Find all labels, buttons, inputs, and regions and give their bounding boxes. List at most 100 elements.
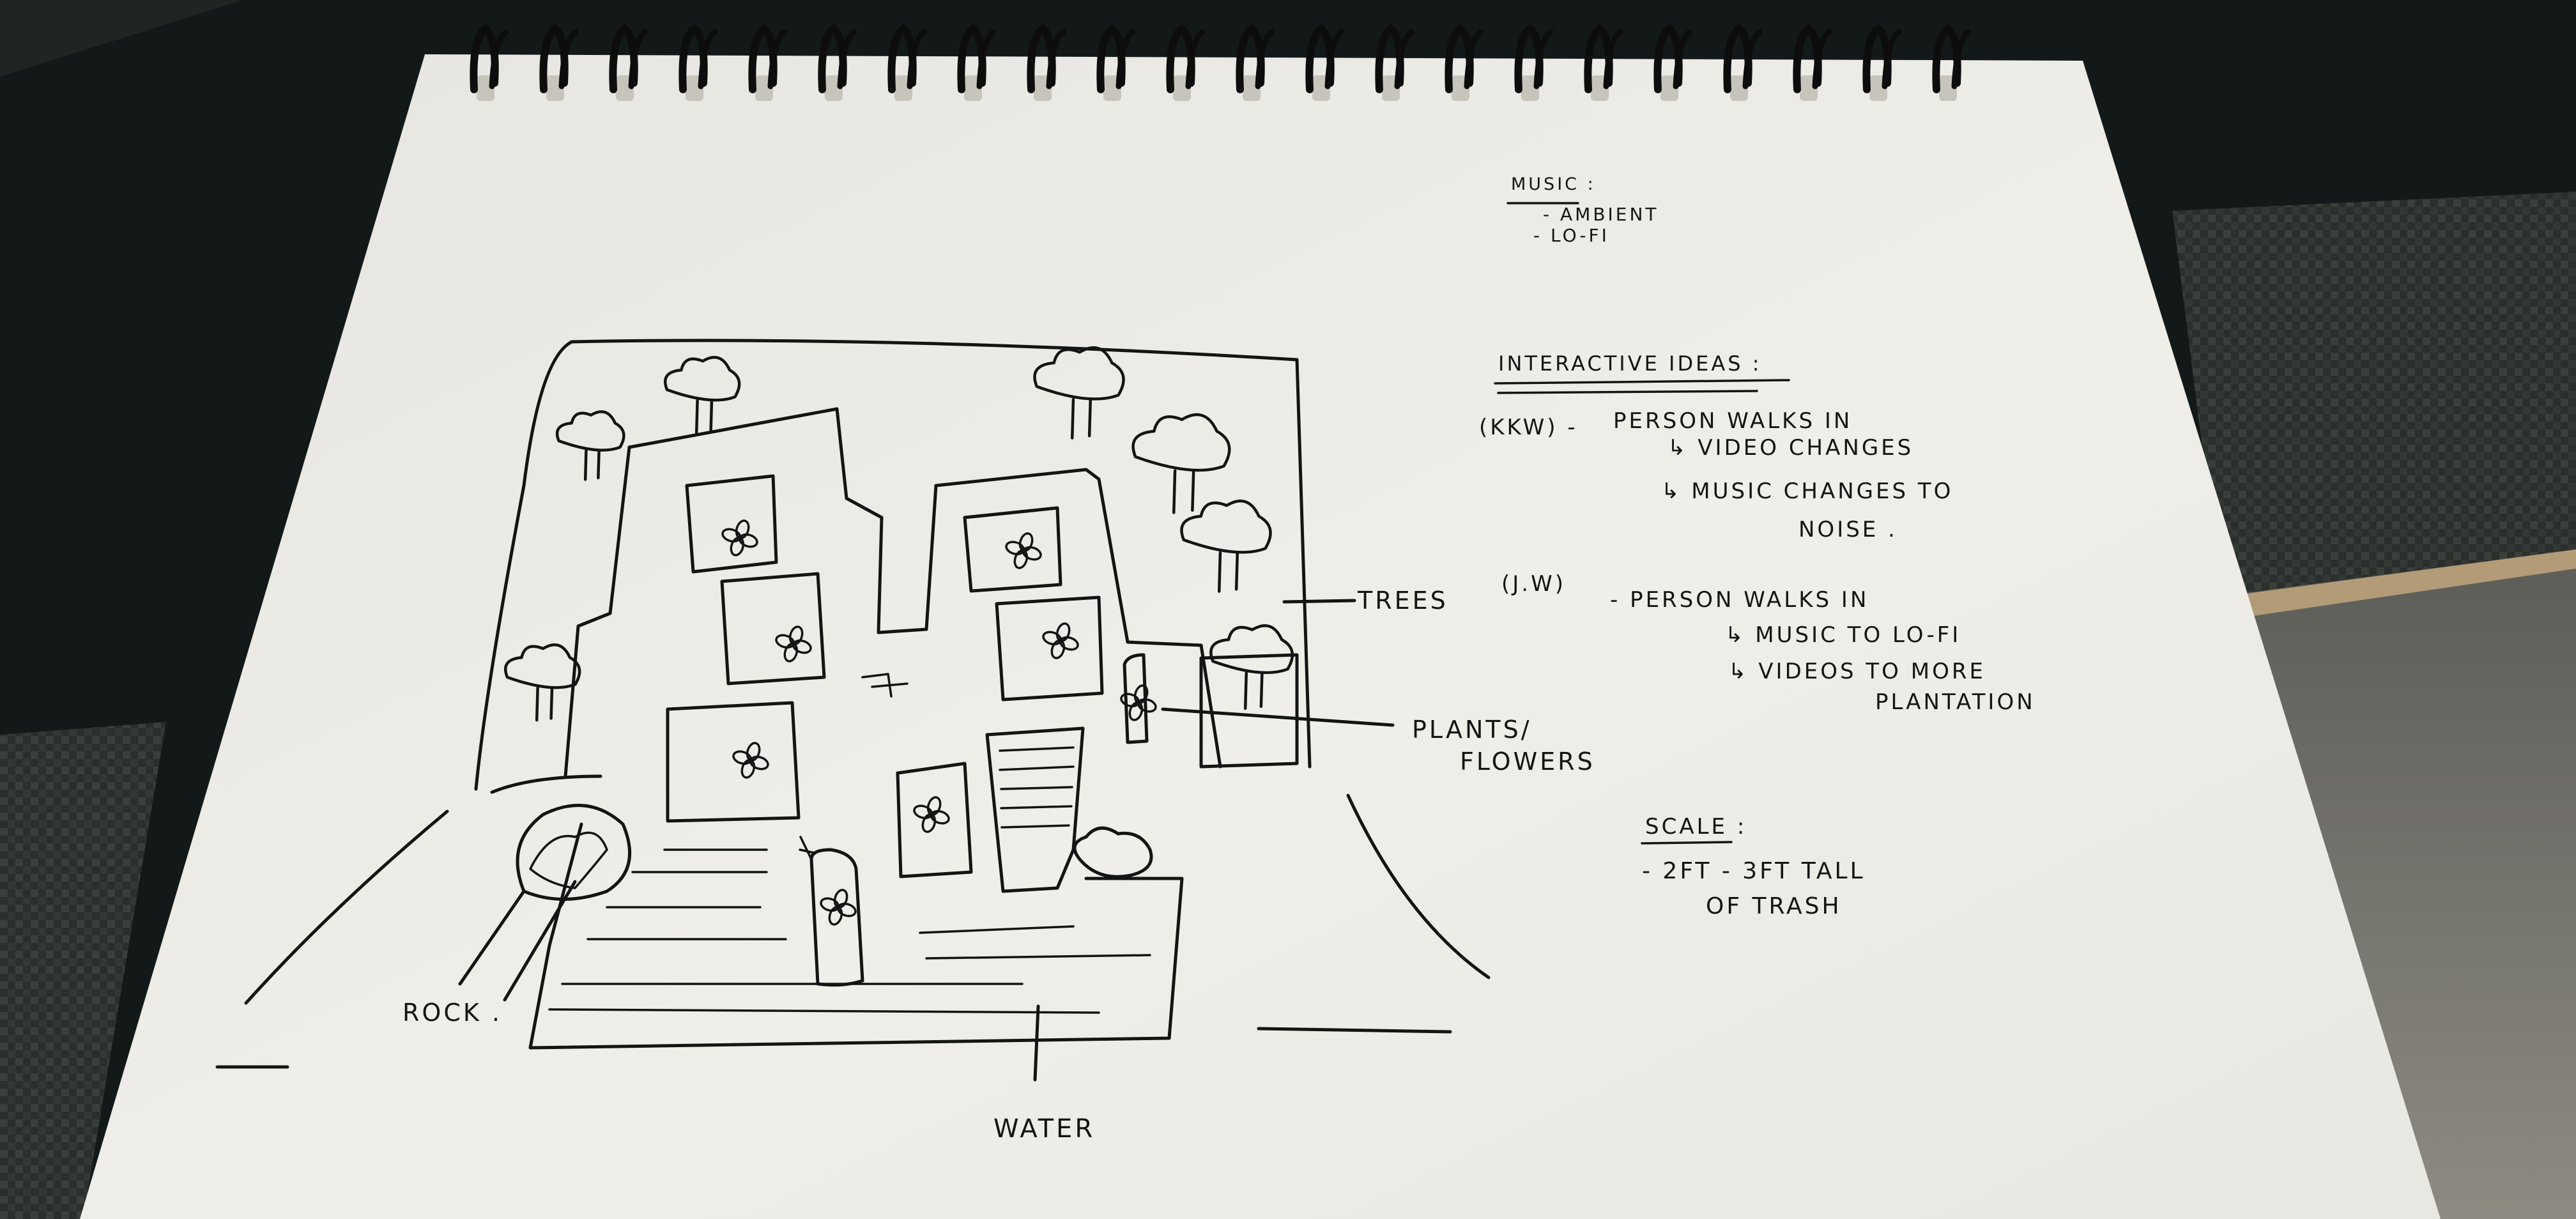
spiral-ring bbox=[1793, 24, 1832, 101]
tree-doodle bbox=[1131, 413, 1231, 514]
small-arrow-mark bbox=[861, 673, 908, 698]
idea1-result-video: ↳ VIDEO CHANGES bbox=[1667, 435, 1913, 461]
spiral-ring bbox=[1653, 24, 1693, 101]
flower-doodle bbox=[820, 889, 857, 926]
label-flowers: FLOWERS bbox=[1460, 747, 1595, 776]
spiral-ring bbox=[1445, 24, 1484, 101]
sketch-drawing bbox=[215, 339, 1491, 1082]
tower-stripes bbox=[999, 746, 1075, 829]
bottle-right bbox=[1123, 653, 1149, 744]
spiral-ring bbox=[887, 24, 927, 101]
plant-box-3 bbox=[963, 506, 1062, 593]
cushion-piping bbox=[2242, 549, 2576, 617]
spiral-ring bbox=[1375, 24, 1414, 101]
idea1-result-noise: NOISE . bbox=[1798, 517, 1897, 542]
spiral-ring bbox=[1236, 24, 1275, 101]
perspective-line-right bbox=[1346, 793, 1491, 979]
scale-heading: SCALE : bbox=[1645, 814, 1747, 839]
idea2-result-music: ↳ MUSIC TO LO-FI bbox=[1725, 622, 1961, 648]
idea1-text: PERSON WALKS IN bbox=[1613, 408, 1852, 434]
shelf-outline bbox=[627, 407, 1222, 769]
scale-line2: OF TRASH bbox=[1706, 893, 1842, 919]
music-item-lofi: - LO-FI bbox=[1533, 225, 1609, 246]
spiral-ring bbox=[957, 24, 997, 101]
dark-background-corner bbox=[0, 0, 243, 77]
rock-texture bbox=[529, 831, 608, 889]
frame-bottom-left bbox=[490, 774, 602, 794]
idea2-result-videos: ↳ VIDEOS TO MORE bbox=[1728, 659, 1986, 684]
shelf-outline-left bbox=[564, 445, 631, 778]
spiral-ring bbox=[1862, 24, 1902, 101]
interactive-heading: INTERACTIVE IDEAS : bbox=[1498, 351, 1761, 376]
label-water: WATER bbox=[993, 1114, 1095, 1144]
flower-doodle bbox=[913, 796, 950, 833]
bottle-cap-mark bbox=[799, 836, 816, 861]
base-right bbox=[1084, 877, 1184, 1040]
center-tower bbox=[985, 726, 1085, 893]
label-plants: PLANTS/ bbox=[1412, 716, 1532, 744]
water-lines bbox=[919, 925, 1151, 960]
notes-section: MUSIC : - AMBIENT - LO-FI INTERACTIVE ID… bbox=[1479, 174, 2035, 919]
tree-doodle bbox=[555, 410, 625, 481]
spiral-ring bbox=[1932, 24, 1972, 101]
idea2-result-plantation: PLANTATION bbox=[1875, 689, 2035, 715]
flower-doodle bbox=[721, 519, 758, 556]
cloud-bush bbox=[1073, 826, 1153, 878]
dash-right bbox=[1257, 1027, 1452, 1034]
plant-box-7 bbox=[1199, 653, 1299, 769]
spiral-ring bbox=[1027, 24, 1066, 101]
spiral-ring bbox=[748, 24, 788, 101]
tree-doodle bbox=[663, 356, 741, 434]
spiral-ring bbox=[470, 24, 509, 101]
water-stairs bbox=[548, 848, 1100, 1014]
idea1-tag: (KKW) - bbox=[1479, 415, 1578, 440]
interactive-underline bbox=[1494, 379, 1790, 394]
label-rock: ROCK . bbox=[402, 999, 502, 1027]
plant-box-6 bbox=[896, 762, 973, 878]
spiral-ring bbox=[1166, 24, 1206, 101]
tree-doodle bbox=[1033, 346, 1125, 440]
fabric-cushion bbox=[2236, 549, 2576, 1219]
plant-box-4 bbox=[995, 595, 1104, 702]
spiral-binding bbox=[470, 24, 1972, 101]
music-heading: MUSIC : bbox=[1511, 174, 1596, 194]
spiral-ring bbox=[1514, 24, 1554, 101]
rock-pointer bbox=[458, 880, 577, 1002]
music-item-ambient: - AMBIENT bbox=[1543, 204, 1659, 225]
spiral-ring bbox=[539, 24, 579, 101]
perspective-line-left bbox=[244, 809, 449, 1005]
sketchbook-page bbox=[80, 54, 2441, 1219]
spiral-ring bbox=[1723, 24, 1763, 101]
base-outline bbox=[528, 822, 1171, 1050]
tree-doodle bbox=[1180, 499, 1272, 593]
idea2-tag: (J.W) bbox=[1501, 571, 1566, 597]
tree-doodle bbox=[503, 643, 581, 722]
scale-line1: - 2FT - 3FT TALL bbox=[1642, 858, 1866, 884]
plant-box-1 bbox=[685, 474, 778, 574]
spiral-ring bbox=[609, 24, 648, 101]
label-trees: TREES bbox=[1357, 586, 1448, 615]
idea2-text: - PERSON WALKS IN bbox=[1610, 587, 1869, 613]
spiral-ring bbox=[1096, 24, 1136, 101]
scale-underline bbox=[1641, 841, 1733, 845]
tree-doodle bbox=[1209, 624, 1294, 710]
flower-doodle bbox=[775, 625, 812, 663]
spiral-ring bbox=[818, 24, 857, 101]
trees-leader bbox=[1282, 599, 1356, 604]
idea1-result-music: ↳ MUSIC CHANGES TO bbox=[1661, 479, 1953, 504]
flower-doodle bbox=[1042, 622, 1079, 659]
flower-doodle bbox=[732, 742, 769, 779]
plant-box-5 bbox=[666, 701, 801, 823]
frame-left-line bbox=[474, 340, 574, 791]
rock-outline bbox=[516, 804, 632, 901]
frame-right-line bbox=[1295, 358, 1312, 769]
spiral-ring bbox=[1584, 24, 1623, 101]
spiral-ring bbox=[678, 24, 718, 101]
plant-box-2 bbox=[720, 572, 826, 686]
flower-doodle bbox=[1005, 532, 1042, 569]
woven-mat-left bbox=[0, 722, 166, 1219]
spiral-ring bbox=[1305, 24, 1345, 101]
water-pointer bbox=[1033, 1004, 1040, 1082]
frame-top-line bbox=[570, 339, 1299, 362]
